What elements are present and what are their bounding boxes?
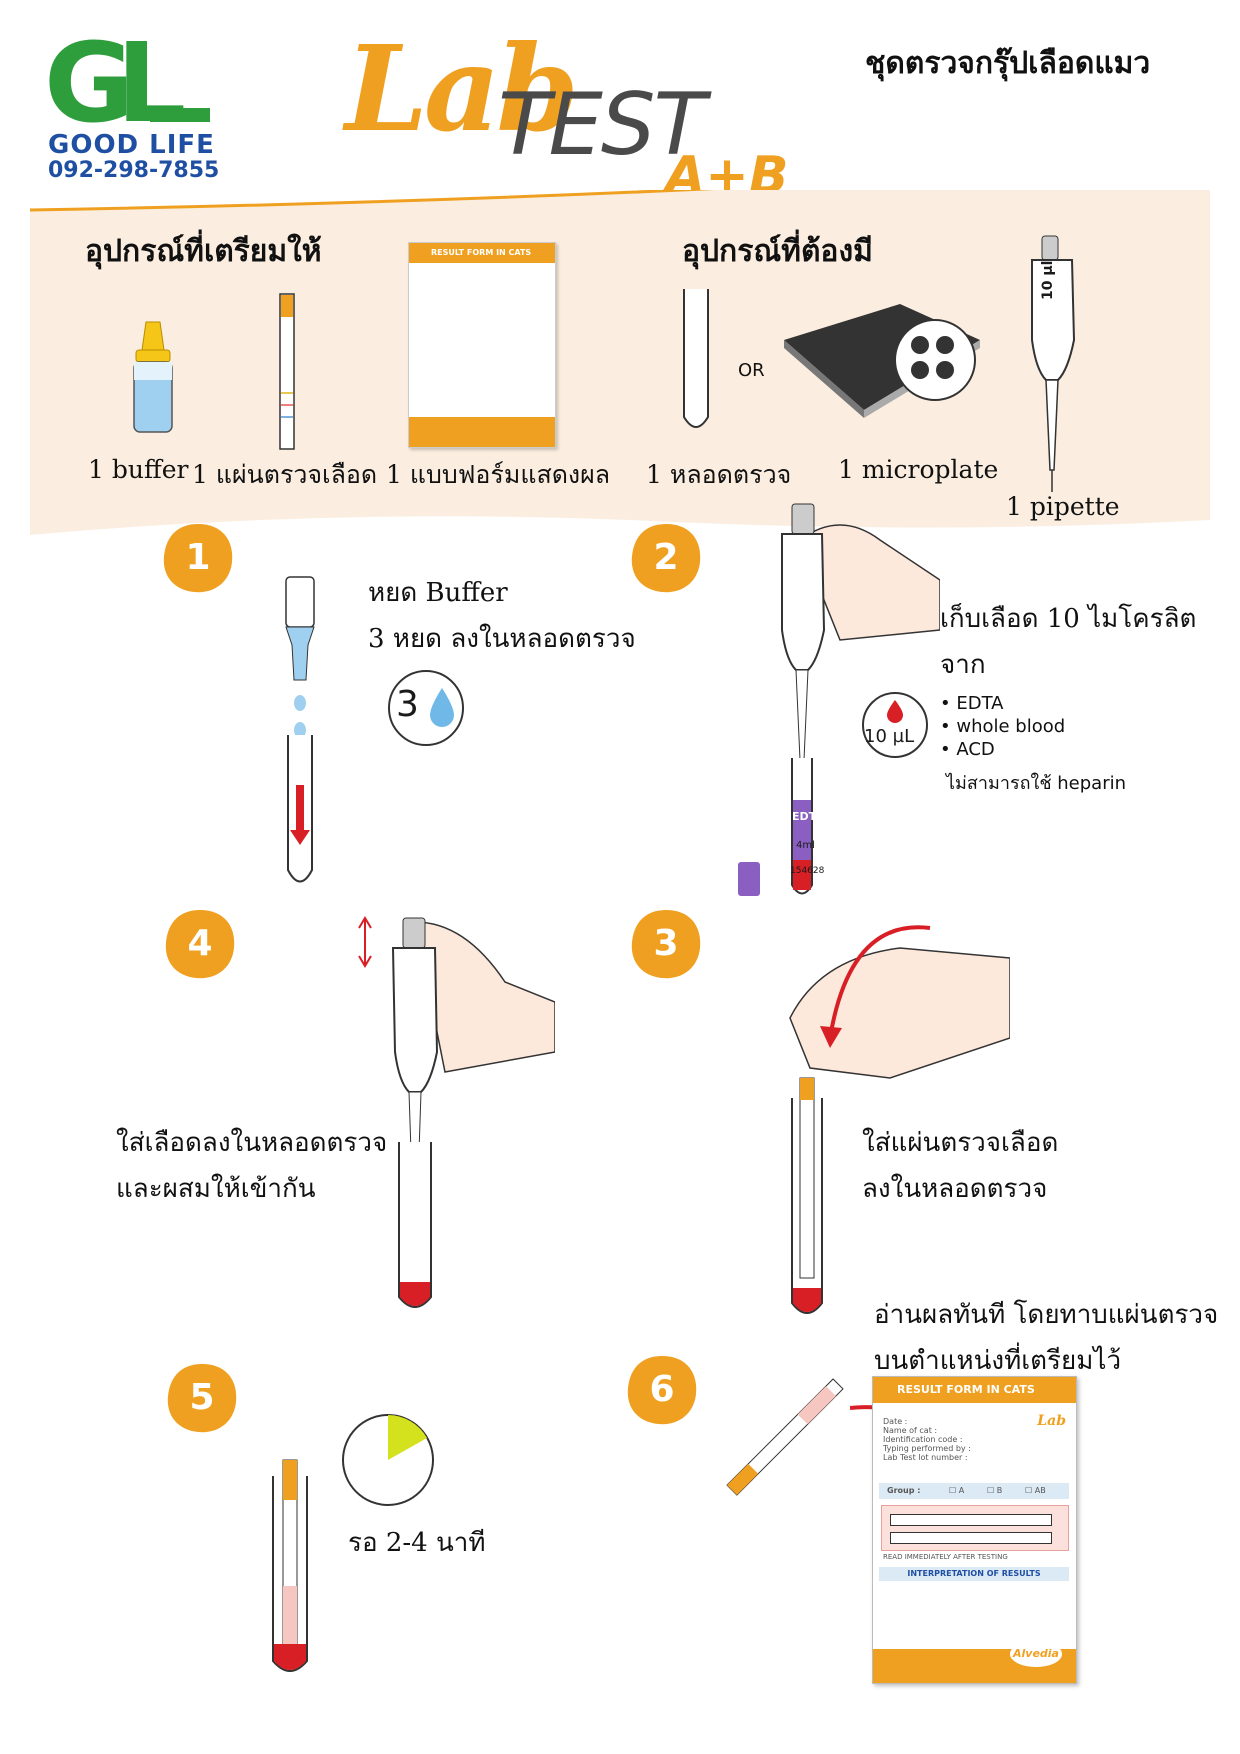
provided-item-strip: 1 แผ่นตรวจเลือด (192, 460, 378, 489)
microplate-icon (784, 304, 980, 418)
step-5-illustration (272, 1459, 308, 1672)
form-field-id: Identification code : (883, 1435, 963, 1444)
required-item-microplate: 1 microplate (838, 455, 999, 484)
group-b: ☐ B (987, 1486, 1003, 1495)
edta-tube-label: EDTA (792, 810, 824, 823)
specimen-bullet-edta: • EDTA (940, 693, 1004, 714)
step-1-line-1: หยด Buffer (368, 578, 508, 608)
edta-tube-code: 154628 (790, 866, 825, 876)
strip-placement-area (881, 1505, 1069, 1551)
logo-bar (150, 108, 210, 122)
timer-icon (342, 1414, 434, 1506)
provided-item-form: 1 แบบฟอร์มแสดงผล (386, 460, 611, 489)
heparin-note: ไม่สามารถใช้ heparin (946, 773, 1127, 794)
step-5-line-1: รอ 2-4 นาที (348, 1528, 486, 1558)
brand-name: GOOD LIFE (48, 130, 215, 160)
form-thumb-title: RESULT FORM IN CATS (409, 243, 555, 263)
step-2-illustration (738, 503, 940, 896)
step-6-number: 6 (649, 1369, 675, 1410)
brand-phone: 092-298-7855 (48, 158, 220, 183)
form-field-typing: Typing performed by : (883, 1444, 971, 1453)
alvedia-logo: Alvedia (1010, 1641, 1062, 1667)
product-test-word: TEST (498, 75, 706, 175)
step-4-line-2: และผสมให้เข้ากัน (116, 1174, 316, 1204)
required-item-tube: 1 หลอดตรวจ (646, 460, 792, 489)
result-form: RESULT FORM IN CATS Lab Date : Name of c… (872, 1376, 1077, 1684)
specimen-bullet-whole-blood: • whole blood (940, 716, 1066, 737)
step-1-number: 1 (185, 537, 211, 578)
form-field-date: Date : (883, 1417, 908, 1426)
equipment-band (30, 190, 1210, 535)
step-6-line-1: อ่านผลทันที โดยทาบแผ่นตรวจ (874, 1300, 1219, 1330)
step-5-number: 5 (189, 1377, 215, 1418)
volume-value: 10 µL (864, 726, 915, 747)
required-heading: อุปกรณ์ที่ต้องมี (682, 234, 873, 269)
result-form-title: RESULT FORM IN CATS (873, 1377, 1076, 1403)
specimen-bullet-acd: • ACD (940, 739, 995, 760)
group-a: ☐ A (949, 1486, 965, 1495)
buffer-bottle-icon (133, 321, 173, 433)
result-form-group-row: Group : ☐ A ☐ B ☐ AB (879, 1483, 1069, 1499)
step-2-line-2: จาก (940, 650, 986, 680)
step-1-line-2: 3 หยด ลงในหลอดตรวจ (368, 624, 636, 654)
result-form-brand-lab: Lab (1037, 1413, 1066, 1429)
or-label: OR (738, 360, 765, 381)
form-field-name: Name of cat : (883, 1426, 938, 1435)
step-3-line-1: ใส่แผ่นตรวจเลือด (862, 1128, 1059, 1158)
step-4-illustration (358, 916, 555, 1308)
step-6-strip-illustration (726, 1378, 844, 1496)
read-note: READ IMMEDIATELY AFTER TESTING (883, 1553, 1008, 1561)
step-1-illustration (285, 576, 315, 883)
provided-item-buffer: 1 buffer (88, 455, 189, 484)
step-3-number: 3 (653, 923, 679, 964)
pipette-icon (1031, 235, 1076, 492)
test-tube-icon (683, 289, 709, 428)
step-3-illustration (789, 925, 1010, 1314)
result-form-thumbnail: RESULT FORM IN CATS (408, 242, 556, 448)
step-2-line-1: เก็บเลือด 10 ไมโครลิต (940, 604, 1197, 634)
test-strip-icon (279, 293, 295, 450)
drop-count: 3 (396, 684, 419, 725)
group-label: Group : (887, 1486, 921, 1495)
edta-tube-volume: 4ml (796, 840, 815, 851)
step-6-line-2: บนตำแหน่งที่เตรียมไว้ (874, 1346, 1122, 1376)
step-3-line-2: ลงในหลอดตรวจ (862, 1174, 1048, 1204)
interpretation-header: INTERPRETATION OF RESULTS (879, 1567, 1069, 1581)
step-4-number: 4 (187, 923, 213, 964)
form-field-lot: Lab Test lot number : (883, 1453, 968, 1462)
group-ab: ☐ AB (1025, 1486, 1046, 1495)
document-title: ชุดตรวจกรุ๊ปเลือดแมว (865, 46, 1151, 81)
drop-count-icon (388, 670, 464, 746)
step-4-line-1: ใส่เลือดลงในหลอดตรวจ (116, 1128, 388, 1158)
pipette-volume: 10 µl (1040, 260, 1056, 300)
volume-icon (862, 692, 928, 758)
product-lab-word: Lab (345, 19, 579, 158)
result-form-fields: Date : Name of cat : Identification code… (883, 1417, 971, 1462)
provided-heading: อุปกรณ์ที่เตรียมให้ (85, 234, 322, 269)
required-item-pipette: 1 pipette (1006, 492, 1120, 521)
step-2-number: 2 (653, 537, 679, 578)
